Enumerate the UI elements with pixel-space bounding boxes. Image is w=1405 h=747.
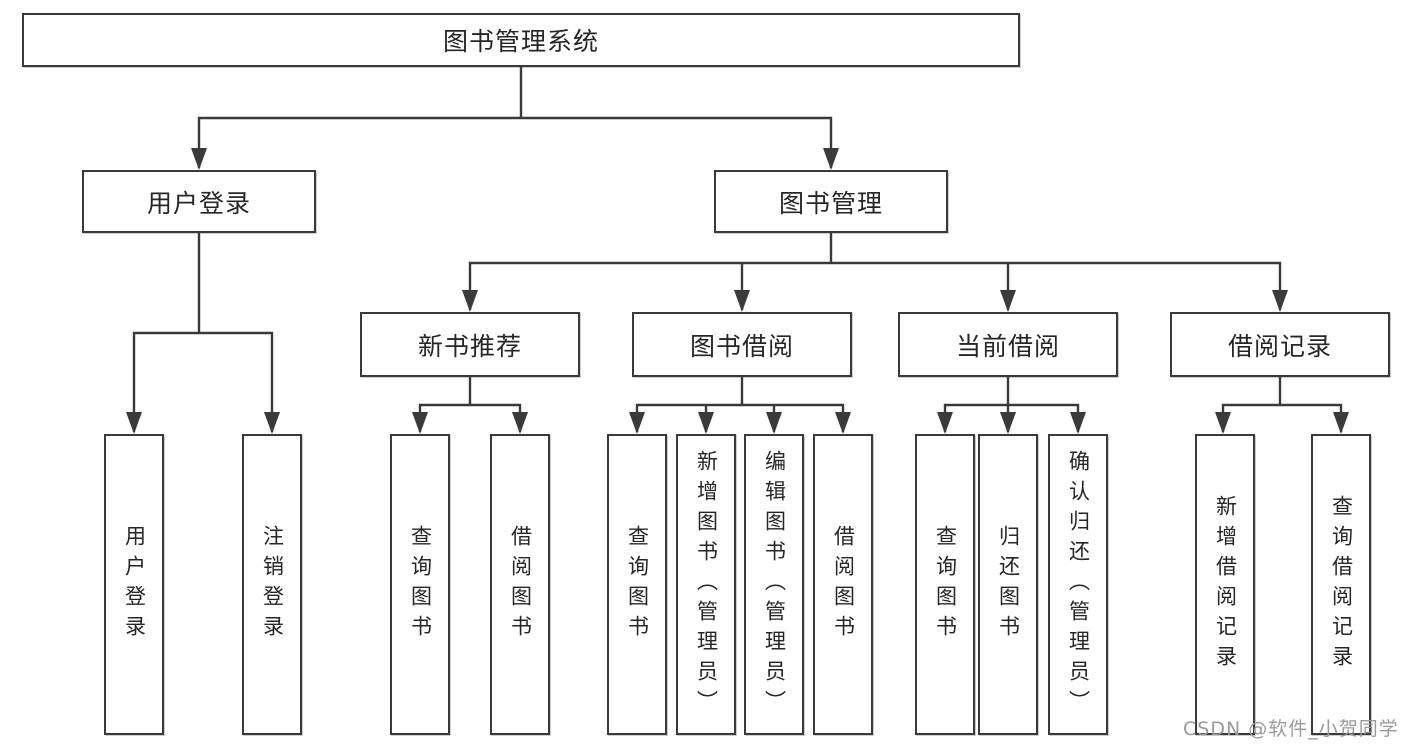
watermark: CSDN @软件_小贺同学 <box>1183 718 1399 740</box>
node-borrow-books-2: 借阅图书 <box>813 434 873 735</box>
node-book-borrow: 图书借阅 <box>632 312 852 377</box>
node-query-books-2: 查询图书 <box>607 434 667 735</box>
node-query-borrow-record: 查询借阅记录 <box>1311 434 1371 735</box>
node-user-login: 用户登录 <box>82 170 316 233</box>
node-book-management: 图书管理 <box>714 170 948 233</box>
node-edit-books-admin: 编辑图书（管理员） <box>744 434 804 735</box>
node-query-books-3: 查询图书 <box>915 434 975 735</box>
node-add-books-admin: 新增图书（管理员） <box>676 434 736 735</box>
arrow-down-icons <box>126 148 1349 434</box>
connector-new-book-subtree <box>418 377 522 432</box>
node-confirm-return-admin: 确认归还（管理员） <box>1048 434 1108 735</box>
connector-book-borrow-subtree <box>635 377 845 432</box>
node-logout-leaf: 注销登录 <box>242 434 302 735</box>
connector-book-management-subtree <box>468 233 1282 310</box>
node-borrow-record: 借阅记录 <box>1170 312 1390 377</box>
node-library-management-system: 图书管理系统 <box>22 13 1020 67</box>
node-user-login-leaf: 用户登录 <box>104 434 164 735</box>
node-query-books-1: 查询图书 <box>390 434 450 735</box>
connector-root-to-level2 <box>197 67 833 168</box>
node-return-books: 归还图书 <box>978 434 1038 735</box>
connector-user-login-subtree <box>132 233 274 432</box>
connector-borrow-record-subtree <box>1221 377 1343 432</box>
node-new-book-recommend: 新书推荐 <box>360 312 580 377</box>
node-borrow-books-1: 借阅图书 <box>490 434 550 735</box>
node-current-borrow: 当前借阅 <box>898 312 1118 377</box>
node-add-borrow-record: 新增借阅记录 <box>1195 434 1255 735</box>
